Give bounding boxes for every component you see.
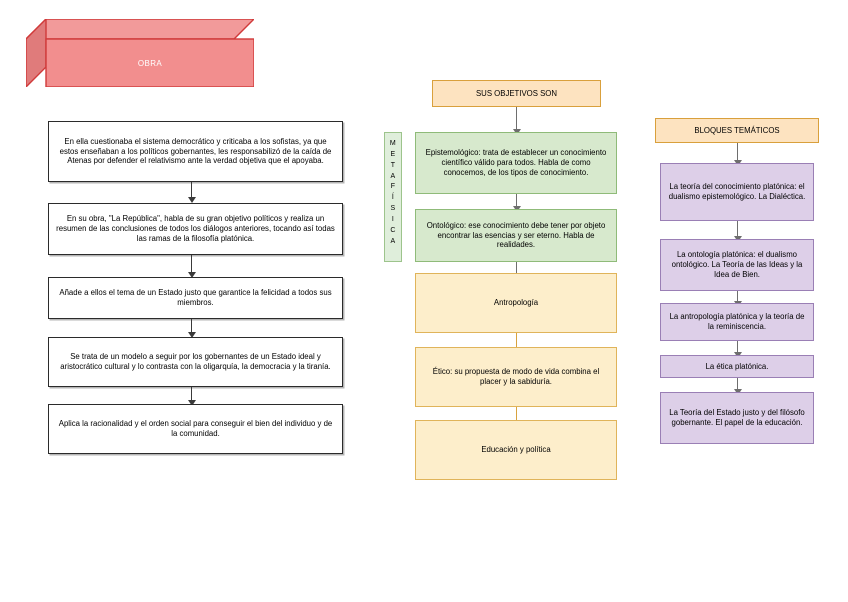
left-box-2-text: En su obra, "La República", habla de su …: [56, 214, 335, 243]
mid-header-box[interactable]: SUS OBJETIVOS SON: [432, 80, 601, 107]
right-box-5-text: La Teoría del Estado justo y del filósof…: [669, 408, 805, 427]
mid-header-text: SUS OBJETIVOS SON: [475, 88, 558, 98]
metafisica-letter-0: M: [389, 140, 397, 147]
mid-box-1[interactable]: Epistemológico: trata de establecer un c…: [415, 132, 617, 194]
right-box-5[interactable]: La Teoría del Estado justo y del filósof…: [660, 392, 814, 444]
right-box-1[interactable]: La teoría del conocimiento platónica: el…: [660, 163, 814, 221]
mid-box-4[interactable]: Ético: su propuesta de modo de vida comb…: [415, 347, 617, 407]
left-box-3[interactable]: Añade a ellos el tema de un Estado justo…: [48, 277, 343, 319]
mid-box-3-text: Antropología: [493, 298, 539, 308]
metafisica-letter-5: Í: [391, 194, 395, 202]
right-box-2[interactable]: La ontología platónica: el dualismo onto…: [660, 239, 814, 291]
mid-box-2[interactable]: Ontológico: ese conocimiento debe tener …: [415, 209, 617, 262]
obra-3d-shape: [26, 19, 254, 87]
mid-box-5-text: Educación y política: [481, 445, 551, 455]
left-box-5-text: Aplica la racionalidad y el orden social…: [58, 419, 333, 438]
mid-box-5[interactable]: Educación y política: [415, 420, 617, 480]
left-box-5[interactable]: Aplica la racionalidad y el orden social…: [48, 404, 343, 454]
left-box-3-text: Añade a ellos el tema de un Estado justo…: [59, 288, 332, 307]
right-box-4[interactable]: La ética platónica.: [660, 355, 814, 378]
left-box-4[interactable]: Se trata de un modelo a seguir por los g…: [48, 337, 343, 387]
right-header-text: BLOQUES TEMÁTICOS: [694, 125, 780, 135]
right-box-1-text: La teoría del conocimiento platónica: el…: [668, 182, 806, 201]
left-box-1[interactable]: En ella cuestionaba el sistema democráti…: [48, 121, 343, 182]
metafisica-letter-9: A: [390, 237, 396, 245]
right-box-2-text: La ontología platónica: el dualismo onto…: [671, 250, 803, 279]
right-box-3[interactable]: La antropología platónica y la teoría de…: [660, 303, 814, 341]
left-box-2[interactable]: En su obra, "La República", habla de su …: [48, 203, 343, 255]
right-box-3-text: La antropología platónica y la teoría de…: [669, 312, 805, 331]
metafisica-letter-7: I: [391, 215, 395, 223]
mid-box-4-text: Ético: su propuesta de modo de vida comb…: [432, 367, 600, 386]
mid-box-1-text: Epistemológico: trata de establecer un c…: [425, 148, 607, 177]
obra-node[interactable]: OBRA: [26, 19, 254, 87]
left-box-1-text: En ella cuestionaba el sistema democráti…: [59, 136, 332, 166]
right-header-box[interactable]: BLOQUES TEMÁTICOS: [655, 118, 819, 143]
metafisica-letter-3: A: [390, 172, 396, 180]
metafisica-letter-6: S: [390, 205, 396, 213]
right-box-4-text: La ética platónica.: [705, 361, 769, 371]
metafisica-side-label: M E T A F Í S I C A: [384, 132, 402, 262]
mid-box-3[interactable]: Antropología: [415, 273, 617, 333]
left-box-4-text: Se trata de un modelo a seguir por los g…: [60, 352, 331, 371]
mid-box-2-text: Ontológico: ese conocimiento debe tener …: [426, 220, 606, 250]
metafisica-letter-8: C: [390, 226, 396, 234]
metafisica-letter-4: F: [390, 183, 396, 191]
metafisica-letter-2: T: [390, 161, 396, 169]
metafisica-letter-1: E: [390, 150, 396, 158]
